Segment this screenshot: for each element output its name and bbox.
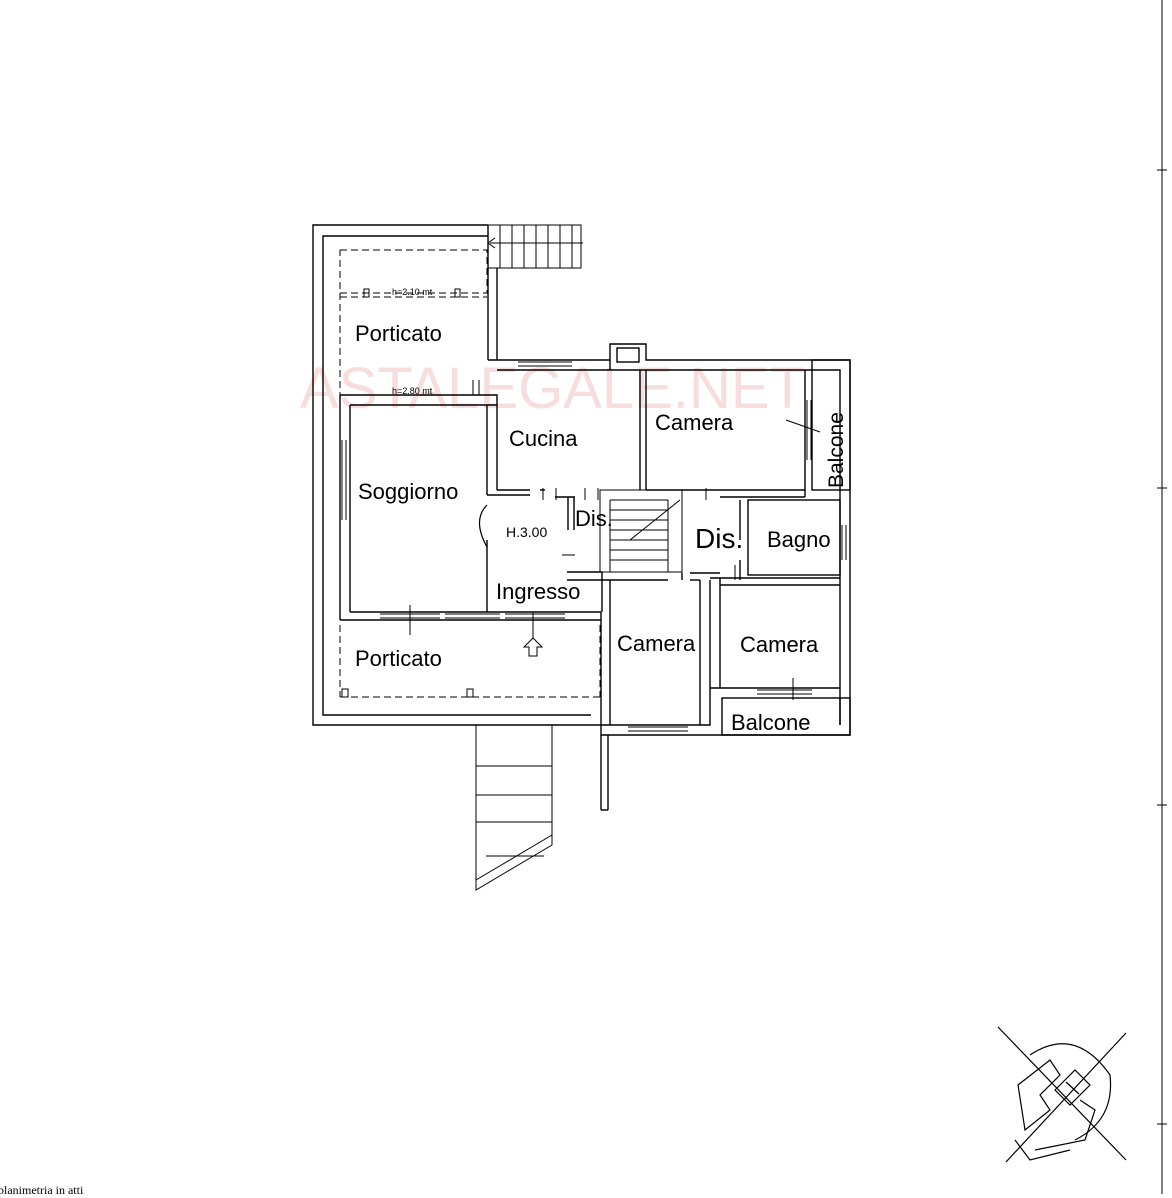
bottom-stair: [475, 725, 553, 891]
label-bagno: Bagno: [767, 527, 831, 552]
label-cucina: Cucina: [509, 426, 578, 451]
height-porticato-top: h=2.10 mt: [392, 287, 433, 297]
label-camera-center: Camera: [617, 631, 696, 656]
label-soggiorno: Soggiorno: [358, 479, 458, 504]
page-edge-marks: [1157, 0, 1167, 1194]
top-stair: [487, 224, 583, 269]
ingresso-bay: [478, 504, 488, 548]
watermark: ASTALEGALE.NET: [300, 356, 805, 421]
label-dis-large: Dis.: [695, 523, 743, 554]
label-dis-small: Dis.: [575, 506, 613, 531]
label-camera-right: Camera: [740, 632, 819, 657]
tick-marks: [409, 380, 821, 700]
footer-note: planimetria in atti: [0, 1183, 84, 1197]
height-porticato-mid: h=2.80 mt: [392, 386, 433, 396]
entry-arrow-icon: [522, 637, 544, 657]
label-balcone-right: Balcone: [825, 412, 848, 488]
label-camera-top: Camera: [655, 410, 734, 435]
height-ingresso: H.3.00: [506, 524, 547, 540]
label-balcone-bottom: Balcone: [731, 710, 811, 735]
label-ingresso: Ingresso: [496, 579, 580, 604]
exterior-walls: [312, 224, 851, 811]
label-porticato-top: Porticato: [355, 321, 442, 346]
porch-dashed-lines: [339, 249, 601, 698]
internal-stair: [599, 489, 683, 573]
porch-posts: [341, 288, 474, 698]
compass-icon: [997, 1026, 1127, 1163]
label-porticato-bottom: Porticato: [355, 646, 442, 671]
